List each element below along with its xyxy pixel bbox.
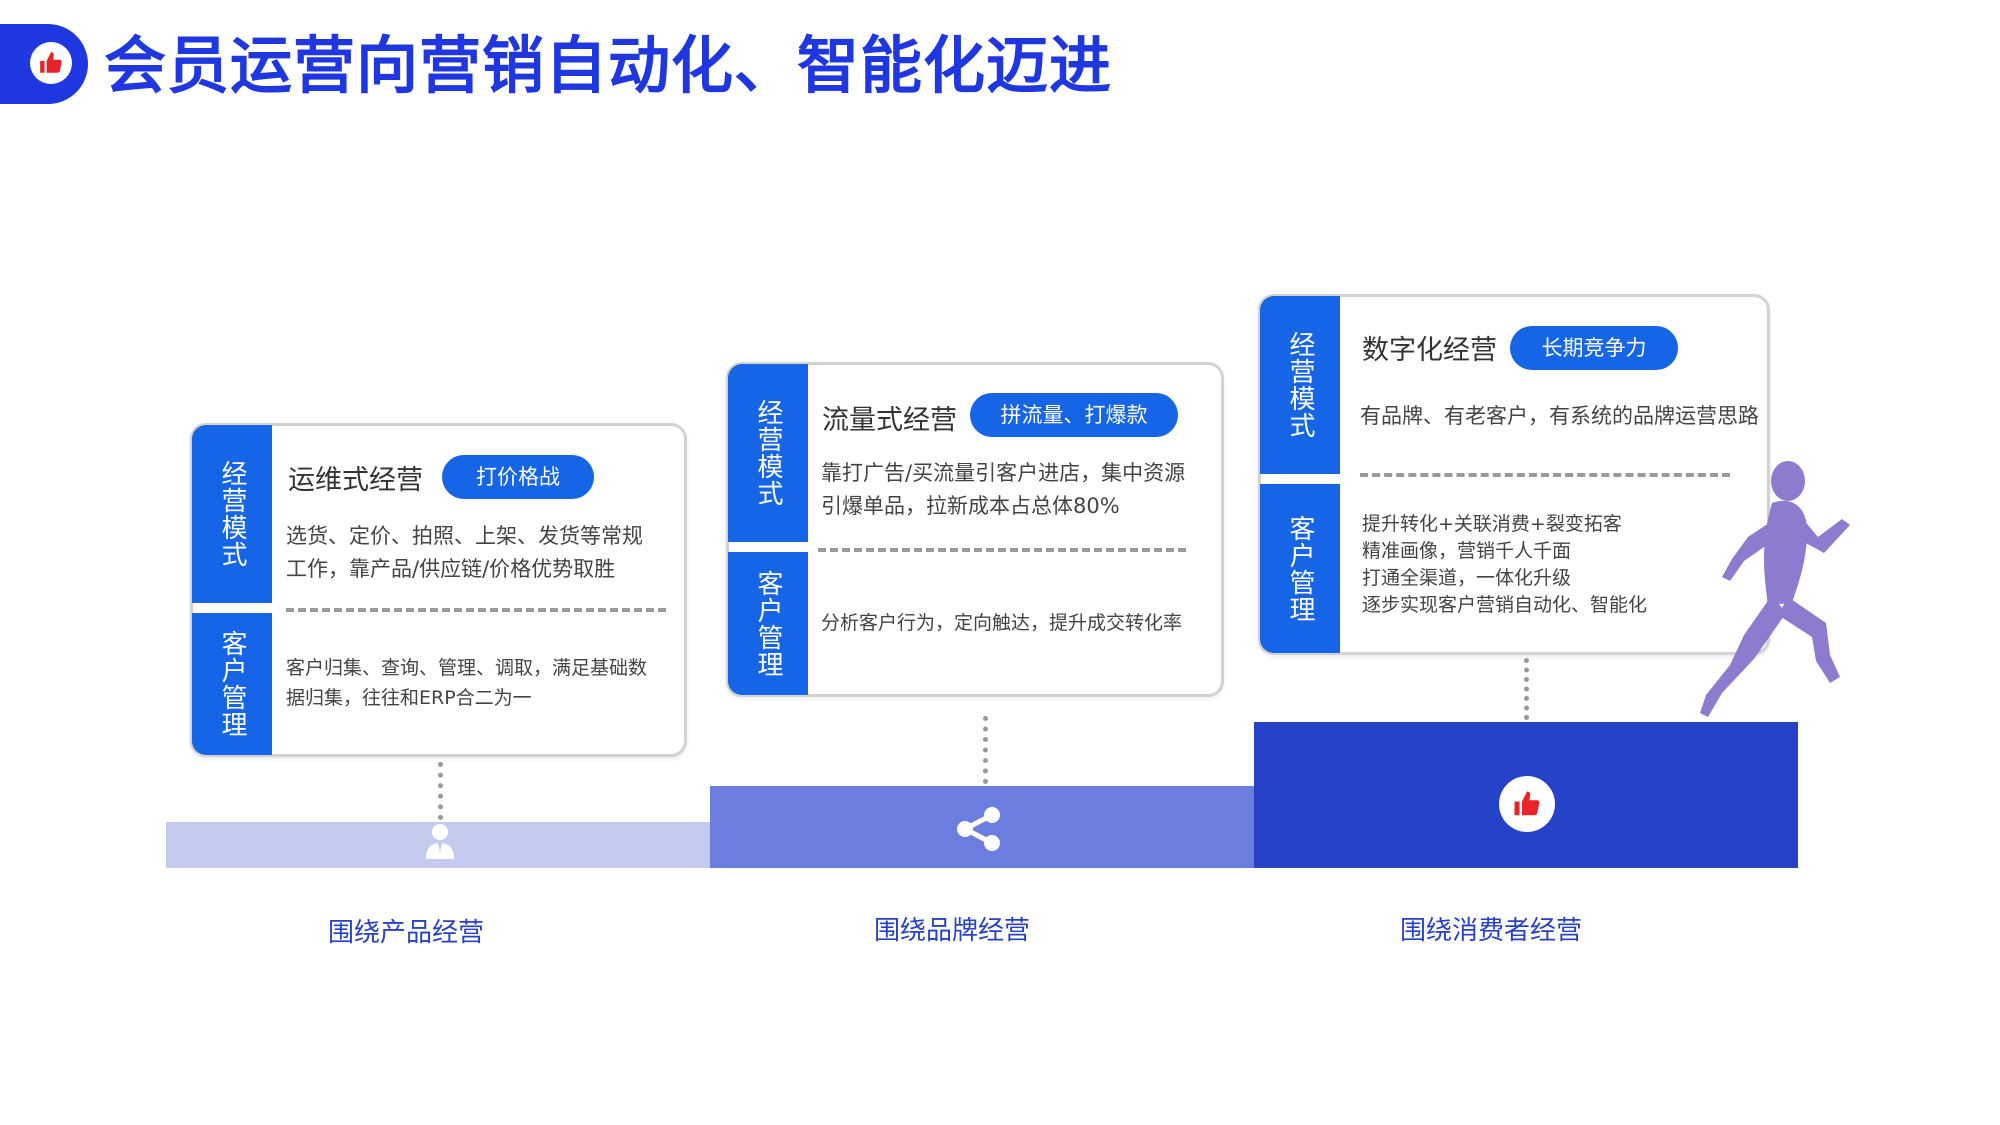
stage-label: 围绕品牌经营 [874, 910, 1030, 947]
customer-description: 提升转化+关联消费+裂变拓客精准画像，营销千人千面 打通全渠道，一体化升级逐步实… [1362, 511, 1647, 619]
stage-label: 围绕消费者经营 [1400, 910, 1582, 947]
mode-title: 数字化经营 [1362, 328, 1497, 367]
customer-description: 客户归集、查询、管理、调取，满足基础数据归集，往往和ERP合二为一 [286, 653, 647, 713]
connector-line [983, 716, 988, 784]
mode-description: 选货、定价、拍照、上架、发货等常规工作，靠产品/供应链/价格优势取胜 [286, 520, 643, 586]
customer-label: 客户管理 [1260, 484, 1340, 653]
mode-label: 经营模式 [1260, 296, 1340, 474]
mode-label: 经营模式 [728, 364, 808, 542]
connector-line [1524, 658, 1529, 720]
mode-description: 靠打广告/买流量引客户进店，集中资源引爆单品，拉新成本占总体80% [821, 457, 1185, 523]
customer-description: 分析客户行为，定向触达，提升成交转化率 [821, 610, 1182, 637]
strategy-tag: 长期竞争力 [1510, 326, 1678, 370]
page-title: 会员运营向营销自动化、智能化迈进 [104, 28, 1112, 104]
runner-silhouette [1660, 455, 1860, 725]
strategy-tag: 打价格战 [442, 455, 594, 499]
thumbs-up-icon [30, 42, 72, 84]
connector-line [438, 762, 443, 820]
thumbs-up-icon [1499, 776, 1555, 832]
customer-label: 客户管理 [728, 552, 808, 695]
strategy-tag: 拼流量、打爆款 [970, 393, 1178, 437]
mode-description: 有品牌、有老客户，有系统的品牌运营思路 [1360, 400, 1759, 433]
divider [818, 548, 1186, 552]
user-icon [425, 823, 455, 859]
mode-title: 流量式经营 [822, 398, 957, 437]
customer-label: 客户管理 [192, 613, 272, 755]
mode-title: 运维式经营 [288, 458, 423, 497]
stage-label: 围绕产品经营 [328, 912, 484, 949]
mode-label: 经营模式 [192, 425, 272, 603]
share-icon [954, 806, 1004, 852]
divider [286, 608, 666, 612]
